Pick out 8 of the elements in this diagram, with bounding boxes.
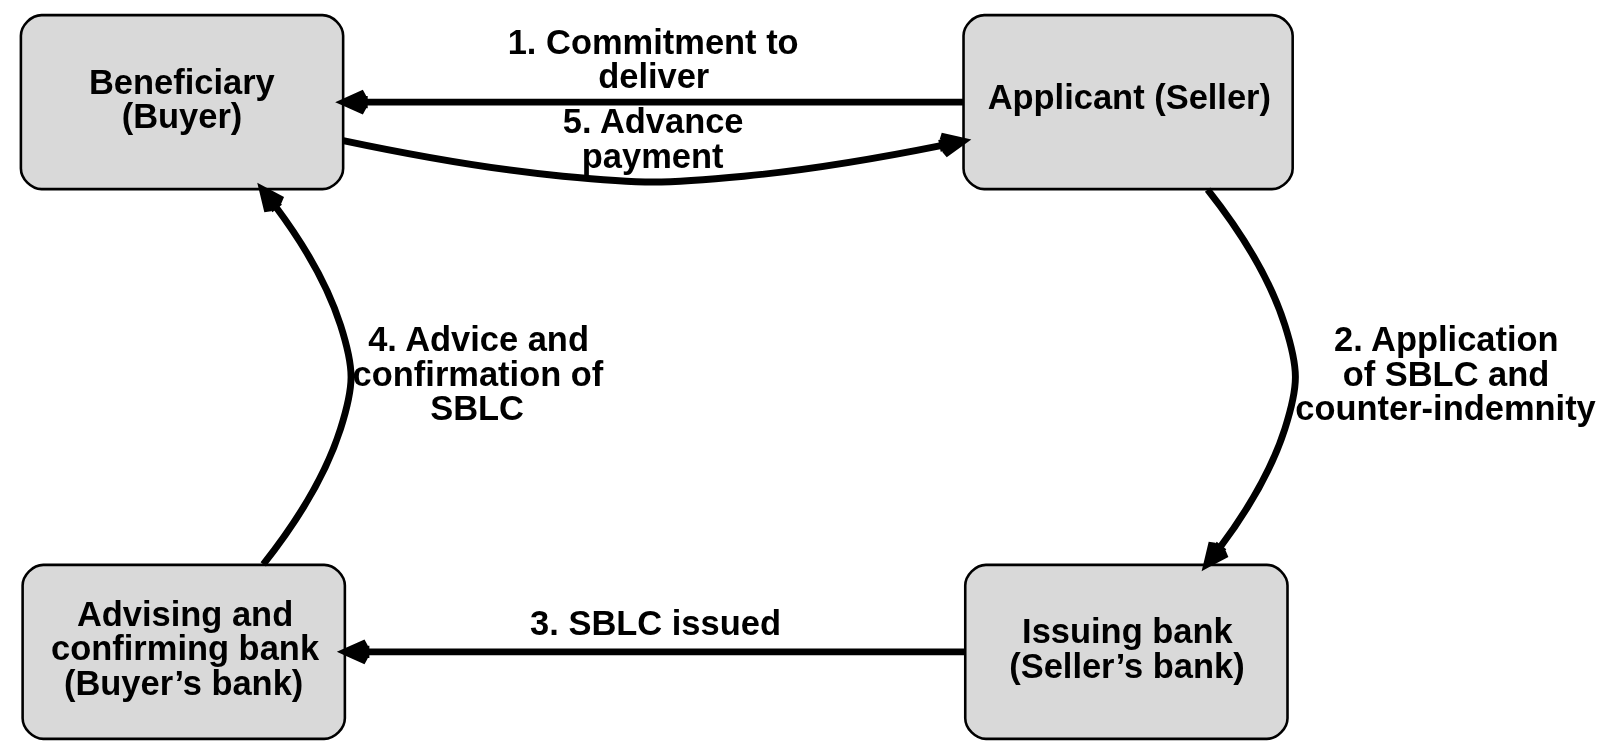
node-box: Applicant (Seller) bbox=[961, 13, 1294, 191]
edge-label: 1. Commitment to deliver bbox=[507, 22, 799, 96]
node-box: Beneficiary (Buyer) bbox=[19, 13, 344, 191]
node-box: Issuing bank (Seller’s bank) bbox=[963, 563, 1289, 741]
edge-label: 2. Application of SBLC and counter-indemnity bbox=[1294, 320, 1596, 428]
edge-label: 4. Advice and confirmation of SBLC bbox=[352, 320, 603, 428]
node-box: Advising and confirming bank (Buyer’s bank) bbox=[20, 563, 346, 741]
edge-label: 3. SBLC issued bbox=[529, 603, 781, 642]
